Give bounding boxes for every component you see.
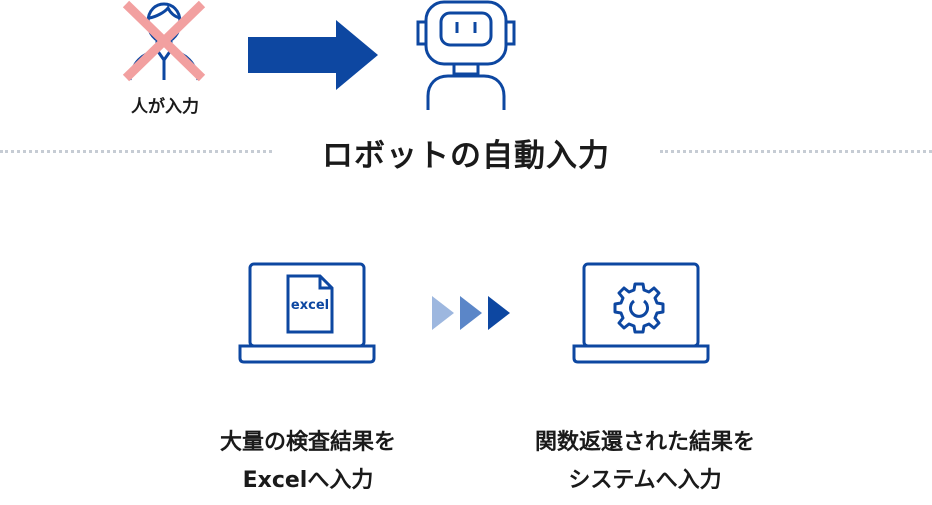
- right-caption-line1: 関数返還された結果を: [534, 430, 755, 455]
- left-caption-line1: 大量の検査結果を: [219, 430, 396, 455]
- robot-icon: [416, 0, 516, 110]
- excel-file-label: excel: [290, 298, 330, 313]
- triple-chevron-arrow-icon: [432, 296, 510, 330]
- laptop-excel-icon: [238, 262, 376, 364]
- divider-right: [660, 150, 932, 153]
- human-input-label: 人が入力: [131, 97, 199, 117]
- divider-left: [0, 150, 272, 153]
- laptop-gear-icon: [572, 262, 710, 364]
- left-caption-line2: Excelへ入力: [242, 468, 374, 493]
- right-caption-line2: システムへ入力: [568, 468, 722, 493]
- left-caption: 大量の検査結果を Excelへ入力: [180, 424, 436, 500]
- person-icon: [122, 0, 206, 82]
- page-title: ロボットの自動入力: [322, 138, 610, 174]
- right-arrow-icon: [248, 20, 378, 90]
- right-caption: 関数返還された結果を システムへ入力: [490, 424, 800, 500]
